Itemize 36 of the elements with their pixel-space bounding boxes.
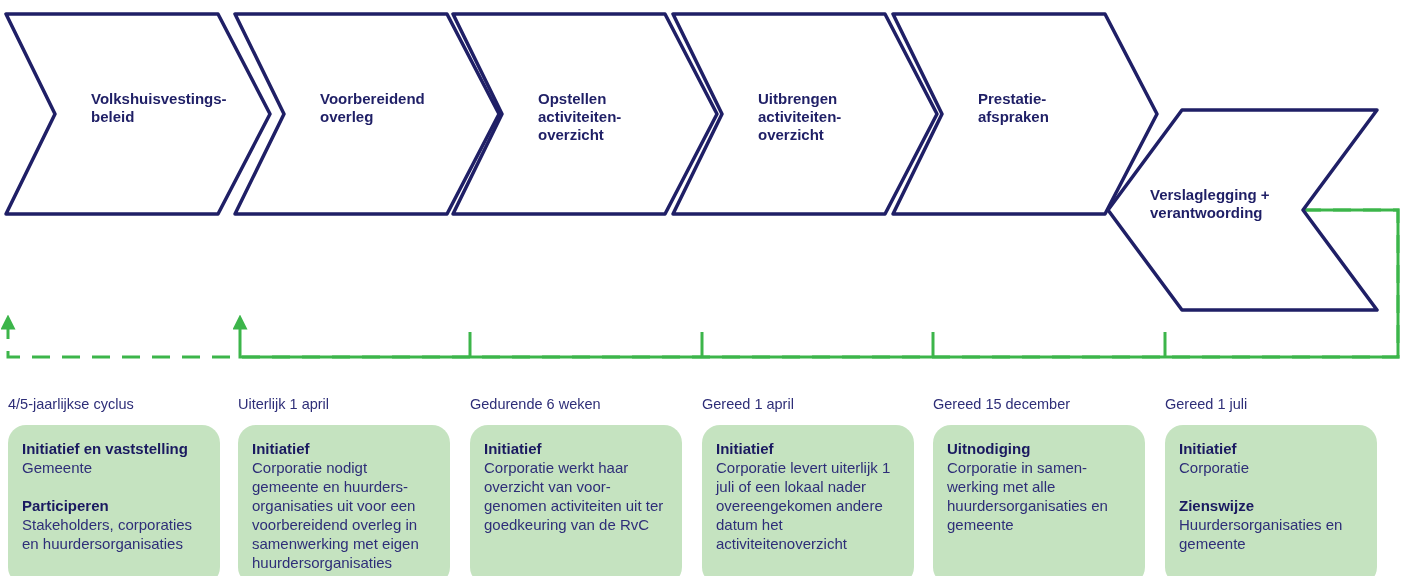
final-step-shape <box>1105 108 1380 312</box>
date-label: Gereed 15 december <box>933 396 1071 412</box>
date-label: 4/5-jaarlijkse cyclus <box>8 396 134 412</box>
info-card <box>8 425 220 576</box>
info-card <box>238 425 450 576</box>
step-title: Uitbrengen activiteiten- overzicht <box>758 90 842 144</box>
info-card <box>1165 425 1377 576</box>
card-text: Huurdersorganisaties en gemeente <box>1179 515 1344 553</box>
card-heading: Uitnodiging <box>947 439 1032 458</box>
card-text: Corporatie nodigt gemeente en huurders- organisaties uit voor een voorbereidend overleg in samenwerking met eigen huurdersorganisaties <box>252 458 420 572</box>
card-text: Gemeente <box>22 458 94 477</box>
card-heading: Initiatief en vaststelling <box>22 439 189 458</box>
card-heading: Initiatief <box>252 439 311 458</box>
date-label: Gereed 1 april <box>702 396 794 412</box>
step-title: Opstellen activiteiten- overzicht <box>538 90 622 144</box>
step-title: Volkshuisvestings- beleid <box>91 90 227 126</box>
card-text: Corporatie <box>1179 458 1251 477</box>
card-text: Corporatie in samen- werking met alle huurdersorganisaties en gemeente <box>947 458 1109 534</box>
card-heading: Initiatief <box>716 439 775 458</box>
date-label: Uiterlijk 1 april <box>238 396 330 412</box>
date-label: Gereed 1 juli <box>1165 396 1248 412</box>
info-card <box>933 425 1145 576</box>
date-label: Gedurende 6 weken <box>470 396 601 412</box>
card-heading: Initiatief <box>484 439 543 458</box>
card-heading: Zienswijze <box>1179 496 1256 515</box>
card-text: Corporatie levert uiterlijk 1 juli of een lokaal nader overeengekomen andere datum het activiteitenoverzicht <box>716 458 892 553</box>
card-heading: Initiatief <box>1179 439 1238 458</box>
info-card <box>470 425 682 576</box>
step-title: Verslaglegging + verantwoording <box>1150 186 1271 222</box>
step-title: Voorbereidend overleg <box>320 90 425 126</box>
feedback-arrow <box>232 208 1400 359</box>
step-title: Prestatie- afspraken <box>978 90 1049 126</box>
card-heading: Participeren <box>22 496 110 515</box>
card-text: Corporatie werkt haar overzicht van voor- genomen activiteiten uit ter goedkeuring van de RvC <box>484 458 665 534</box>
card-text: Stakeholders, corporaties en huurdersorganisaties <box>22 515 194 553</box>
info-card <box>702 425 914 576</box>
